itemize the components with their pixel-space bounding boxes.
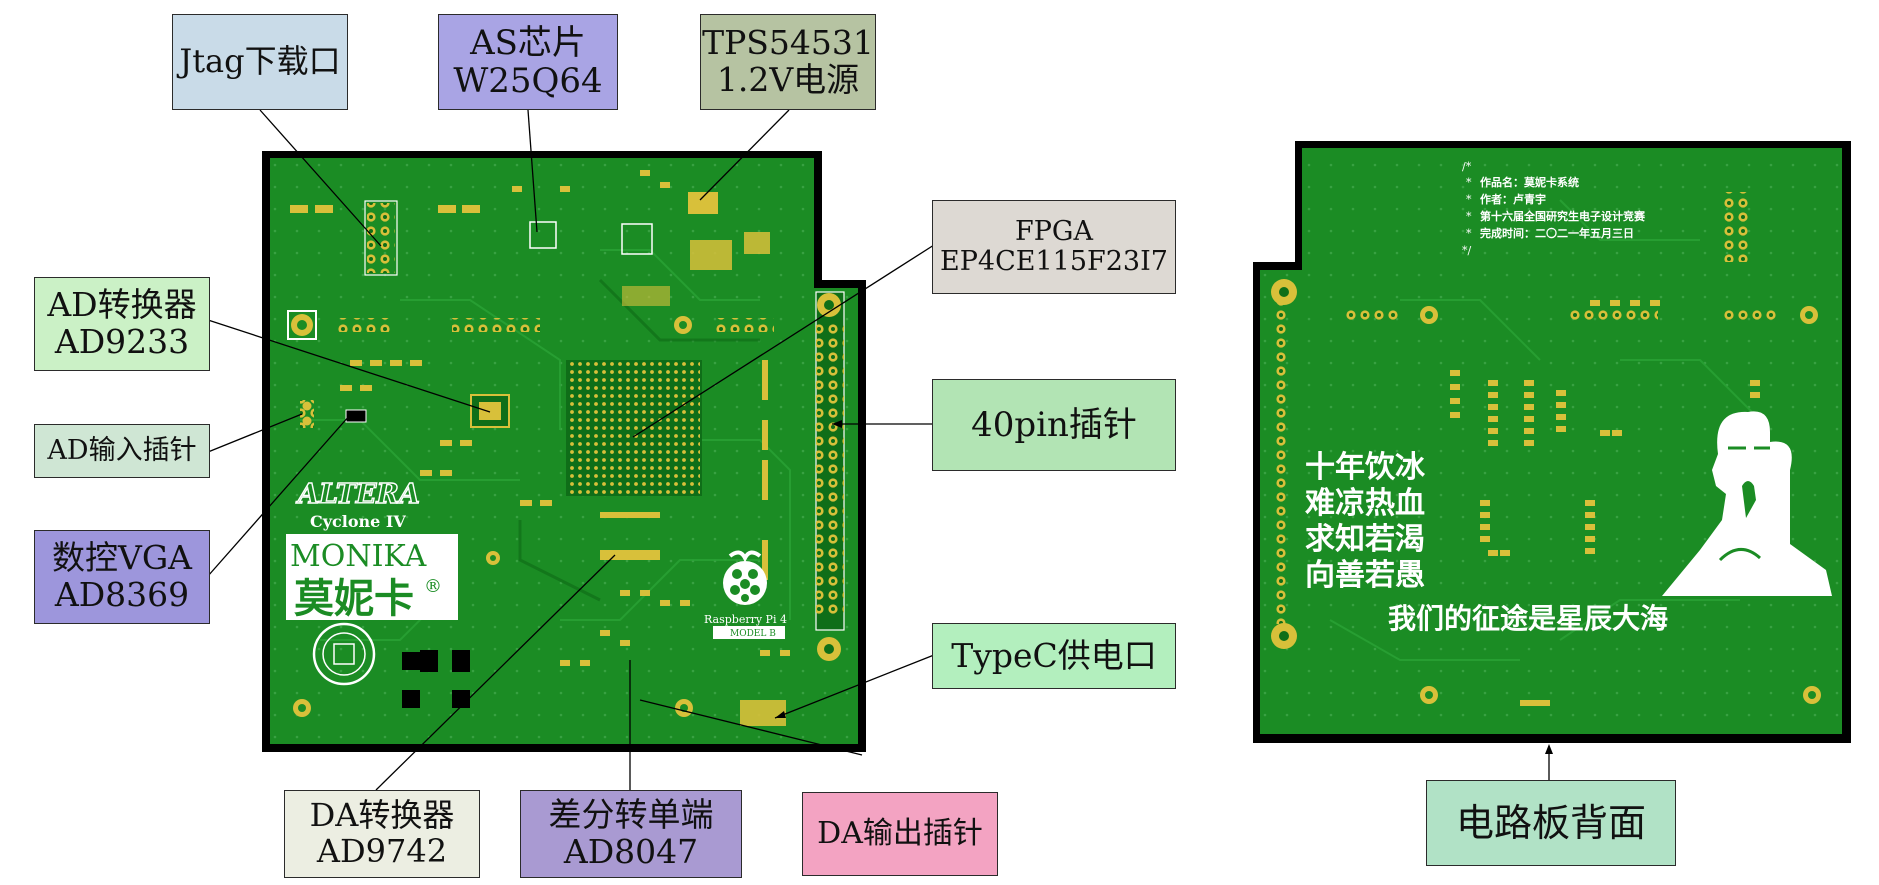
- label-ad-conv-line-1: AD转换器: [47, 285, 197, 325]
- monika-cn-logo: 莫妮卡: [294, 575, 414, 622]
- label-fpga-line-2: EP4CE115F23I7: [940, 246, 1168, 277]
- label-pin40: 40pin插针: [932, 379, 1176, 471]
- label-tps-line-1: TPS54531: [702, 23, 874, 63]
- label-pin40-line-1: 40pin插针: [971, 404, 1137, 445]
- label-jtag-line-1: Jtag下载口: [179, 42, 341, 81]
- connector-typec: [774, 654, 935, 719]
- label-as-chip-line-2: W25Q64: [453, 61, 603, 101]
- connector-ad-conv: [207, 319, 491, 413]
- portrait-icon: [1662, 411, 1832, 596]
- connector-ad-input: [207, 413, 303, 453]
- label-diff-line-1: 差分转单端: [548, 795, 714, 835]
- label-ad-input: AD输入插针: [34, 424, 210, 478]
- label-typec-line-1: TypeC供电口: [951, 635, 1157, 675]
- raspberry-logo-icon: [723, 550, 767, 605]
- cyclone-label: Cyclone IV: [310, 512, 406, 531]
- university-seal-icon: [312, 622, 376, 686]
- label-back-line-1: 电路板背面: [1455, 800, 1646, 845]
- label-da-conv-line-2: AD9742: [316, 832, 448, 870]
- altera-logo: ALTERA: [295, 479, 420, 510]
- label-as-chip: AS芯片 W25Q64: [438, 14, 618, 110]
- label-da-out-line-1: DA输出插针: [817, 816, 983, 852]
- label-da-out: DA输出插针: [802, 792, 998, 876]
- back-slogan: 我们的征途是星辰大海: [1388, 602, 1668, 635]
- raspberry-model: MODEL B: [730, 629, 776, 639]
- label-da-conv: DA转换器 AD9742: [284, 790, 480, 878]
- label-typec: TypeC供电口: [932, 623, 1176, 689]
- monika-logo: MONIKA: [290, 539, 427, 574]
- poem-line-3: 求知若渴: [1305, 522, 1425, 557]
- connector-jtag: [259, 109, 382, 247]
- label-ad-conv: AD转换器 AD9233: [34, 277, 210, 371]
- connector-fpga: [632, 244, 935, 438]
- back-header-comment: /* * 作品名：莫妮卡系统 * 作者：卢青宇 * 第十六届全国研究生电子设计竞…: [1462, 160, 1646, 257]
- poem-line-1: 十年饮冰: [1305, 450, 1426, 485]
- label-vga-line-2: AD8369: [54, 575, 190, 614]
- connector-vga: [207, 414, 351, 577]
- label-fpga: FPGA EP4CE115F23I7: [932, 200, 1176, 294]
- svg-text:*: *: [1466, 193, 1472, 206]
- label-fpga-line-1: FPGA: [1015, 215, 1093, 247]
- back-header-line-4: 完成时间：二〇二一年五月三日: [1480, 226, 1634, 240]
- connector-as-chip: [527, 109, 538, 233]
- connector-tps: [699, 109, 790, 201]
- back-header-line-1: 作品名：莫妮卡系统: [1480, 175, 1579, 189]
- pcb-front: ALTERA Cyclone IV MONIKA 莫妮卡 ® Raspberry…: [262, 151, 866, 752]
- connector-da-conv: [375, 554, 616, 791]
- label-diff: 差分转单端 AD8047: [520, 790, 742, 878]
- poem-line-4: 向善若愚: [1305, 558, 1425, 593]
- label-jtag: Jtag下载口: [172, 14, 348, 110]
- label-vga: 数控VGA AD8369: [34, 530, 210, 624]
- label-diff-line-2: AD8047: [563, 832, 699, 871]
- svg-text:*: *: [1466, 210, 1472, 223]
- pcb-back: /* * 作品名：莫妮卡系统 * 作者：卢青宇 * 第十六届全国研究生电子设计竞…: [1253, 141, 1851, 743]
- connector-arrowheads: [775, 420, 1553, 754]
- svg-text:*/: */: [1462, 244, 1472, 257]
- back-header-line-3: 第十六届全国研究生电子设计竞赛: [1480, 209, 1646, 223]
- label-vga-line-1: 数控VGA: [51, 538, 193, 578]
- label-tps-line-2: 1.2V电源: [716, 60, 860, 99]
- label-back: 电路板背面: [1426, 780, 1676, 866]
- label-ad-conv-line-2: AD9233: [54, 322, 190, 361]
- label-da-conv-line-1: DA转换器: [309, 796, 455, 835]
- registered-mark: ®: [424, 576, 442, 597]
- back-poem: 十年饮冰 难凉热血 求知若渴 向善若愚: [1304, 450, 1426, 593]
- label-tps: TPS54531 1.2V电源: [700, 14, 876, 110]
- svg-text:*: *: [1466, 176, 1472, 189]
- poem-line-2: 难凉热血: [1304, 486, 1425, 521]
- svg-text:/*: /*: [1462, 160, 1472, 173]
- label-ad-input-line-1: AD输入插针: [47, 434, 197, 466]
- connector-da-out: [639, 699, 863, 756]
- back-header-line-2: 作者：卢青宇: [1480, 192, 1546, 206]
- raspberry-text: Raspberry Pi 4: [704, 613, 787, 626]
- svg-text:*: *: [1466, 227, 1472, 240]
- label-as-chip-line-1: AS芯片: [470, 22, 586, 63]
- connector-lines: [207, 109, 1550, 791]
